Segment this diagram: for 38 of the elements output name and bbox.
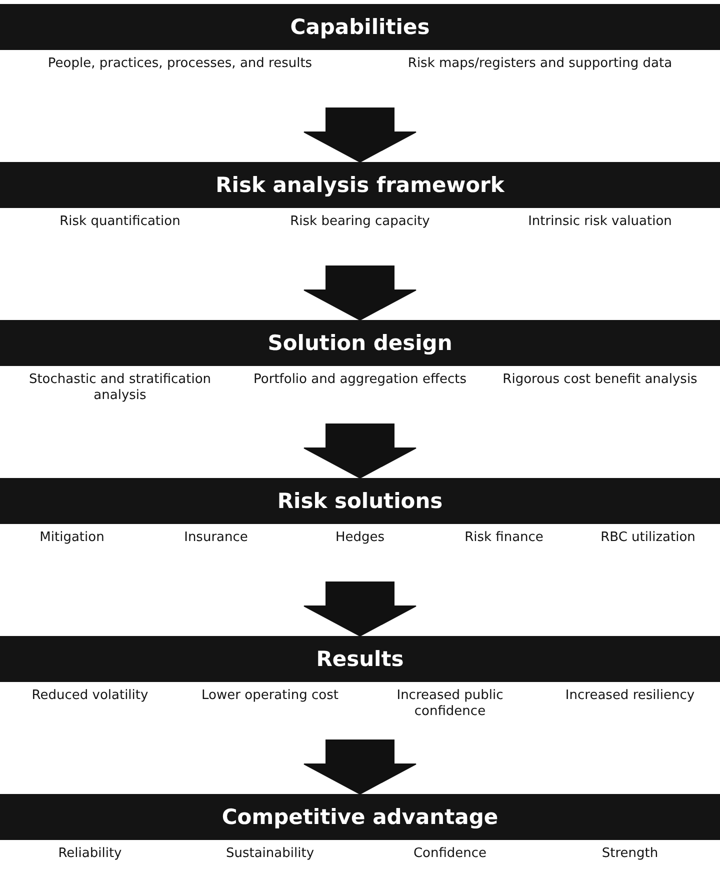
stage-title: Solution design bbox=[268, 331, 452, 355]
stage-band bbox=[0, 478, 720, 524]
stage-title: Capabilities bbox=[290, 15, 430, 39]
stage-item: Reduced volatility bbox=[30, 688, 150, 704]
stage-item: Insurance bbox=[183, 530, 249, 546]
block-arrow bbox=[304, 740, 416, 795]
stage-item: Risk quantification bbox=[58, 214, 182, 230]
stage-item: Portfolio and aggregation effects bbox=[252, 372, 468, 388]
block-arrow bbox=[304, 266, 416, 321]
stage-item: Rigorous cost benefit analysis bbox=[502, 372, 698, 388]
stage-item: RBC utilization bbox=[600, 530, 696, 546]
stage-item: Risk bearing capacity bbox=[289, 214, 431, 230]
stage-band bbox=[0, 794, 720, 840]
stage-title: Risk solutions bbox=[277, 489, 443, 513]
block-arrow bbox=[304, 582, 416, 637]
block-arrow bbox=[304, 424, 416, 479]
stage-item: Sustainability bbox=[224, 846, 316, 862]
stage-band bbox=[0, 162, 720, 208]
stage-item: Risk maps/registers and supporting data bbox=[406, 56, 674, 72]
stage-title: Results bbox=[316, 647, 404, 671]
stage-item: Intrinsic risk valuation bbox=[527, 214, 673, 230]
stage-band bbox=[0, 636, 720, 682]
stage-title: Risk analysis framework bbox=[216, 173, 504, 197]
stage-item: Lower operating cost bbox=[200, 688, 340, 704]
stage-item: Mitigation bbox=[38, 530, 106, 546]
stage-title: Competitive advantage bbox=[222, 805, 498, 829]
stage-band bbox=[0, 320, 720, 366]
stage-item: Stochastic and stratification analysis bbox=[28, 372, 212, 404]
stage-item: Reliability bbox=[57, 846, 123, 862]
stage-item: Risk finance bbox=[464, 530, 544, 546]
stage-item: People, practices, processes, and results bbox=[46, 56, 314, 72]
stage-item: Strength bbox=[600, 846, 660, 862]
stage-item: Increased resiliency bbox=[564, 688, 696, 704]
stage-item: Confidence bbox=[412, 846, 488, 862]
stage-band bbox=[0, 4, 720, 50]
block-arrow bbox=[304, 108, 416, 163]
stage-item: Hedges bbox=[334, 530, 386, 546]
stage-item: Increased public confidence bbox=[396, 688, 504, 720]
